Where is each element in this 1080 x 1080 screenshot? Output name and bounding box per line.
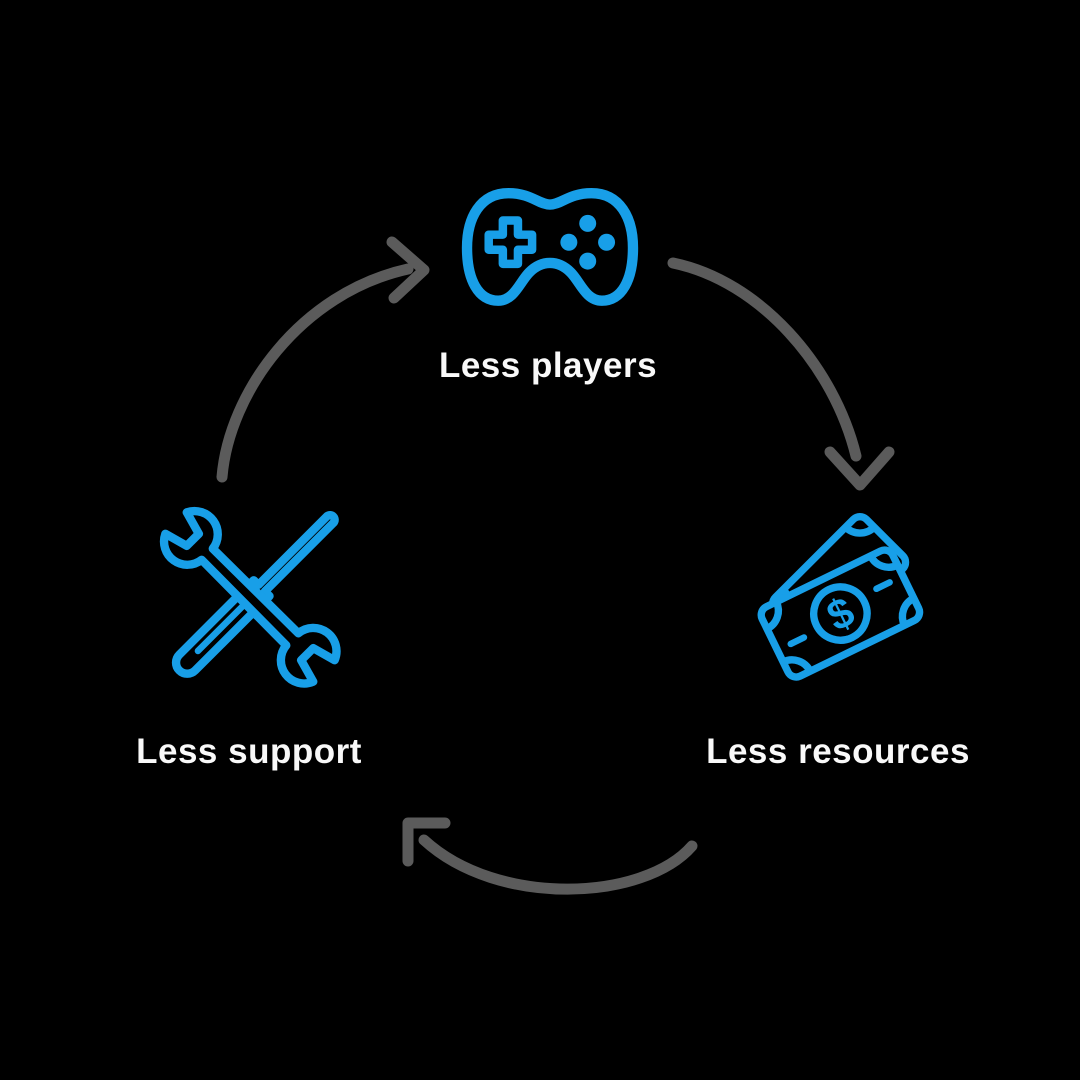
game-controller-icon	[461, 188, 639, 306]
node-support	[157, 504, 343, 690]
wrench-icon	[159, 506, 341, 688]
arrowhead-down-icon	[824, 446, 895, 491]
label-less-resources: Less resources	[706, 732, 970, 771]
arrow-support-to-players	[216, 236, 430, 483]
arrow-resources-to-support	[402, 817, 698, 895]
controller-buttons-icon	[560, 214, 616, 270]
node-resources: $	[751, 508, 935, 692]
front-banknote-icon: $	[757, 546, 924, 681]
arrowhead-upleft-icon	[402, 817, 451, 867]
label-less-players: Less players	[438, 346, 658, 385]
arrowhead-right-icon	[386, 236, 430, 304]
dpad-icon	[484, 216, 537, 269]
tools-icon	[159, 506, 341, 688]
money-icon: $	[757, 512, 924, 681]
arrow-players-to-resources	[667, 257, 895, 491]
node-players	[453, 180, 647, 312]
label-less-support: Less support	[136, 732, 362, 771]
